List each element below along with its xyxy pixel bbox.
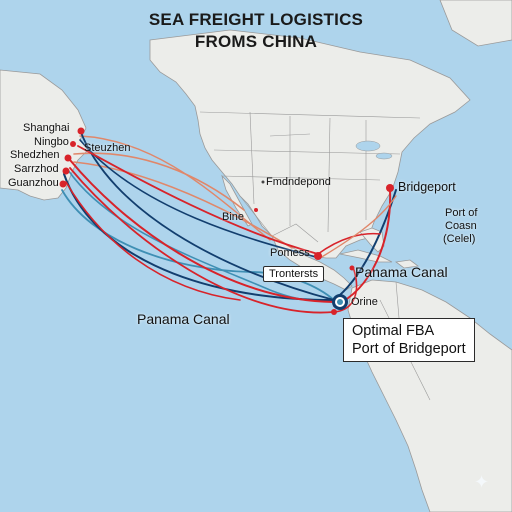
marker-guanzhou bbox=[59, 180, 67, 188]
fba-line-2: Port of Bridgeport bbox=[352, 341, 466, 357]
route-navy-2 bbox=[79, 129, 335, 301]
marker-fmdndepond bbox=[261, 180, 265, 184]
label-port-of: Port of bbox=[445, 207, 478, 219]
route-teal-1 bbox=[61, 189, 335, 301]
route-orange-3 bbox=[79, 135, 271, 241]
label-panama-canal-left: Panama Canal bbox=[137, 311, 230, 327]
marker-bridgeport bbox=[386, 184, 394, 192]
route-navy-1 bbox=[63, 173, 335, 301]
route-red-4 bbox=[65, 181, 241, 301]
circle-hub-icon bbox=[332, 294, 348, 310]
marker-caribbean bbox=[349, 265, 355, 271]
greenland bbox=[439, 0, 512, 47]
marker-panama bbox=[331, 309, 337, 315]
label-steuzhen: Steuzhen bbox=[84, 142, 131, 154]
route-red-atlantic-2 bbox=[317, 232, 381, 255]
baja-california bbox=[221, 174, 253, 227]
hispaniola bbox=[394, 259, 420, 269]
route-navy-3 bbox=[79, 139, 321, 259]
marker-shanghai bbox=[77, 127, 85, 135]
central-america bbox=[271, 235, 353, 291]
shipping-routes bbox=[61, 129, 397, 314]
port-label-sarrzhod: Sarrzhod bbox=[14, 163, 59, 175]
fba-line-1: Optimal FBA bbox=[352, 323, 435, 339]
route-orange-atlantic bbox=[319, 195, 397, 259]
label-celel: (Celel) bbox=[443, 233, 476, 245]
label-pomess: Pomess bbox=[270, 247, 310, 259]
route-red-1 bbox=[69, 159, 335, 303]
label-bine: Bine bbox=[222, 211, 245, 223]
marker-bine bbox=[254, 208, 258, 212]
route-orange-1 bbox=[73, 152, 245, 211]
marker-shenzhen bbox=[64, 154, 72, 162]
label-orine: Orine bbox=[351, 296, 378, 308]
cuba bbox=[339, 249, 393, 263]
callout-optimal-fba: Optimal FBA Port of Bridgeport bbox=[343, 318, 475, 362]
label-coasn: Coasn bbox=[445, 220, 477, 232]
port-label-ningbo: Ningbo bbox=[34, 136, 69, 148]
label-bridgeport: Bridgeport bbox=[398, 180, 456, 194]
port-label-guanzhou: Guanzhou bbox=[8, 177, 59, 189]
port-label-shanghai: Shanghai bbox=[23, 122, 70, 134]
great-lakes-east bbox=[375, 152, 393, 160]
label-fmdndepond: Fmdndepond bbox=[266, 176, 331, 188]
title-line-2: FROMS CHINA bbox=[194, 32, 318, 51]
port-label-shedzhen: Shedzhen bbox=[10, 149, 60, 161]
callout-trontersts: Trontersts bbox=[263, 266, 325, 282]
great-lakes bbox=[355, 140, 381, 152]
route-red-caribbean bbox=[333, 269, 358, 313]
marker-pomess bbox=[314, 252, 322, 260]
label-panama-canal-right: Panama Canal bbox=[355, 264, 448, 280]
title-line-1: SEA FREIGHT LOGISTICS bbox=[148, 10, 364, 29]
marker-ningbo bbox=[70, 141, 76, 147]
route-orange-2 bbox=[73, 161, 293, 249]
port-markers bbox=[59, 127, 394, 315]
route-red-2 bbox=[69, 167, 335, 314]
marker-sarrzhod bbox=[62, 167, 70, 175]
route-red-3 bbox=[77, 145, 319, 255]
sparkle-icon: ✦ bbox=[474, 472, 490, 492]
